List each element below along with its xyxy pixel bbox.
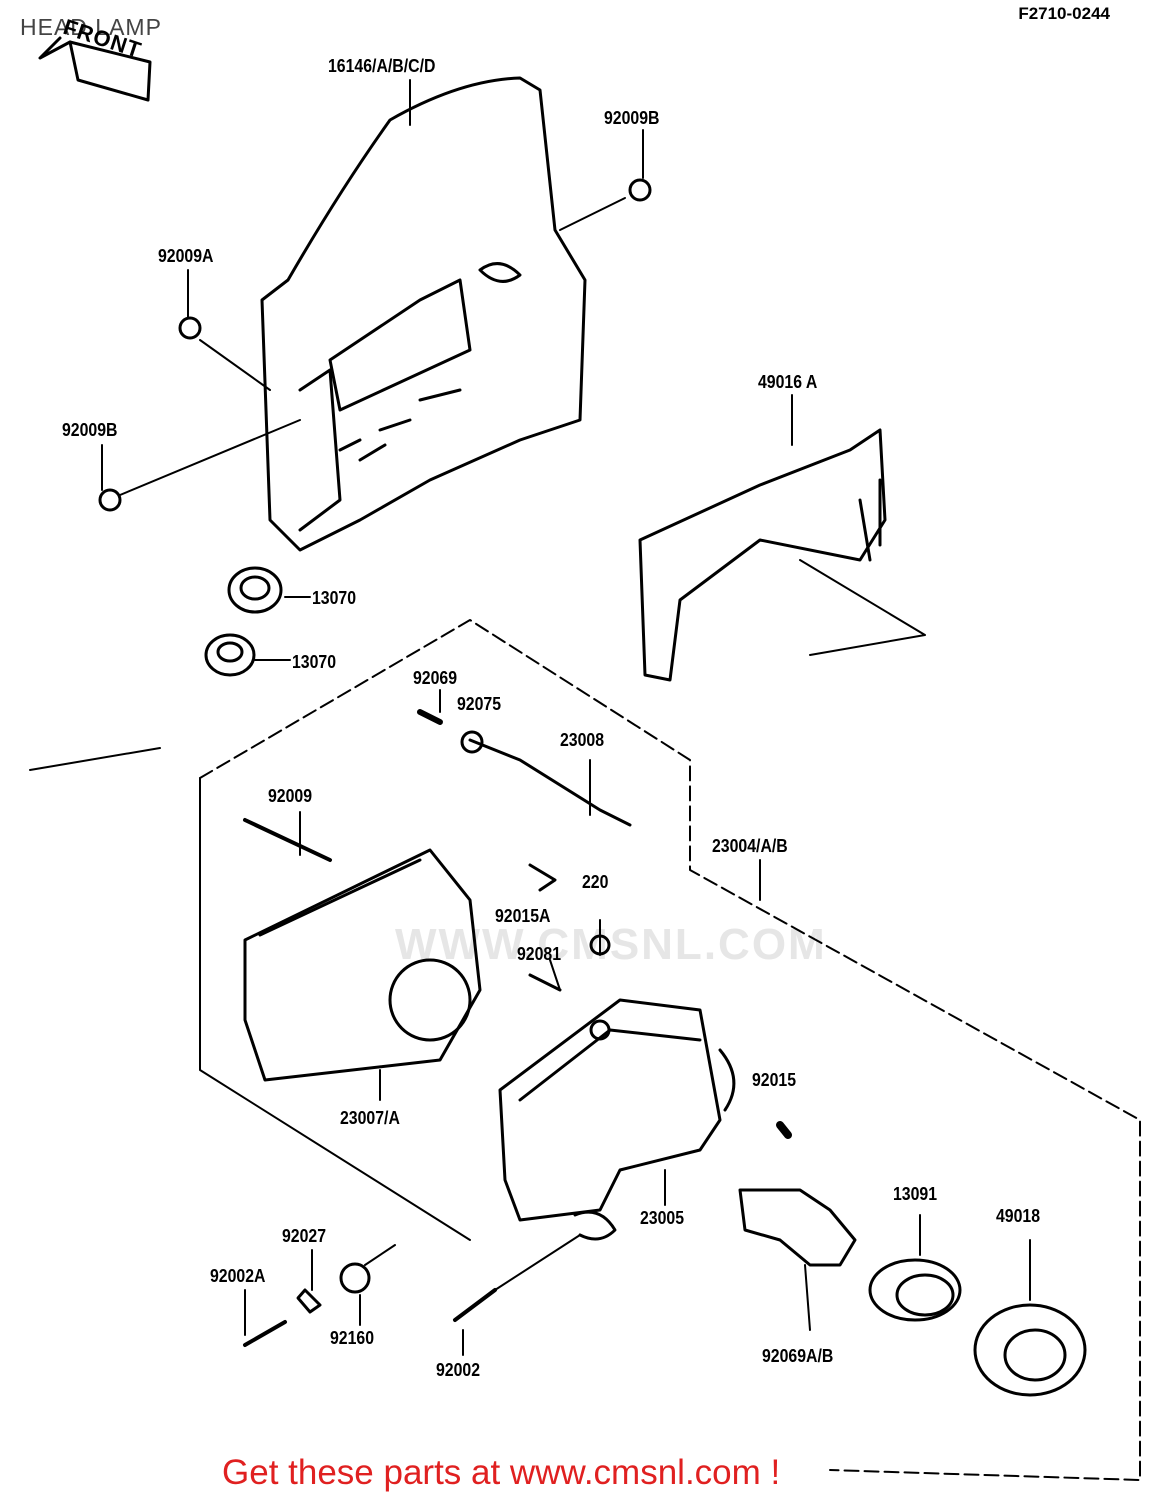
label-92160: 92160 [330, 1328, 375, 1348]
screw-92002A [243, 1320, 287, 1347]
footer-link[interactable]: Get these parts at www.cmsnl.com ! [222, 1453, 781, 1492]
label-92002A: 92002A [210, 1266, 266, 1286]
diagram-code: F2710-0244 [1018, 4, 1110, 23]
housing-23005 [498, 998, 722, 1222]
screw-92009B-left [98, 488, 122, 512]
label-13070-a: 13070 [312, 588, 357, 608]
label-92081: 92081 [517, 944, 562, 964]
bulb-92069AB [738, 1188, 857, 1267]
nut-92009B-top [628, 178, 652, 202]
label-92027: 92027 [282, 1226, 327, 1246]
label-49018: 49018 [996, 1206, 1041, 1226]
label-92015: 92015 [752, 1070, 797, 1090]
label-92069: 92069 [413, 668, 458, 688]
screw-92009A [178, 316, 202, 340]
bolt-92002 [453, 1288, 497, 1322]
cover-49018 [973, 1303, 1087, 1397]
grommet-13070-a [227, 566, 283, 614]
label-220: 220 [582, 872, 609, 892]
label-92009: 92009 [268, 786, 313, 806]
label-92002: 92002 [436, 1360, 481, 1380]
label-23005: 23005 [640, 1208, 685, 1228]
label-92009A: 92009A [158, 246, 214, 266]
label-92009B-top: 92009B [604, 108, 660, 128]
label-92015A: 92015A [495, 906, 551, 926]
label-16146: 16146/A/B/C/D [328, 56, 436, 76]
cap-13091 [868, 1258, 962, 1322]
label-13070-b: 13070 [292, 652, 337, 672]
label-23008: 23008 [560, 730, 605, 750]
headlamp-23007 [243, 848, 482, 1082]
bracket-49016A [638, 428, 887, 682]
label-23004: 23004/A/B [712, 836, 788, 856]
nut-92160 [339, 1262, 371, 1294]
grommet-13070-b [204, 633, 256, 677]
clip-92027 [296, 1288, 322, 1314]
label-13091: 13091 [893, 1184, 938, 1204]
label-92069AB: 92069A/B [762, 1346, 834, 1366]
label-92009B-left: 92009B [62, 420, 118, 440]
cowl-16146 [260, 76, 587, 552]
label-92075: 92075 [457, 694, 502, 714]
label-23007: 23007/A [340, 1108, 400, 1128]
diagram-title: HEAD LAMP [20, 14, 162, 40]
label-49016A: 49016 A [758, 372, 818, 392]
